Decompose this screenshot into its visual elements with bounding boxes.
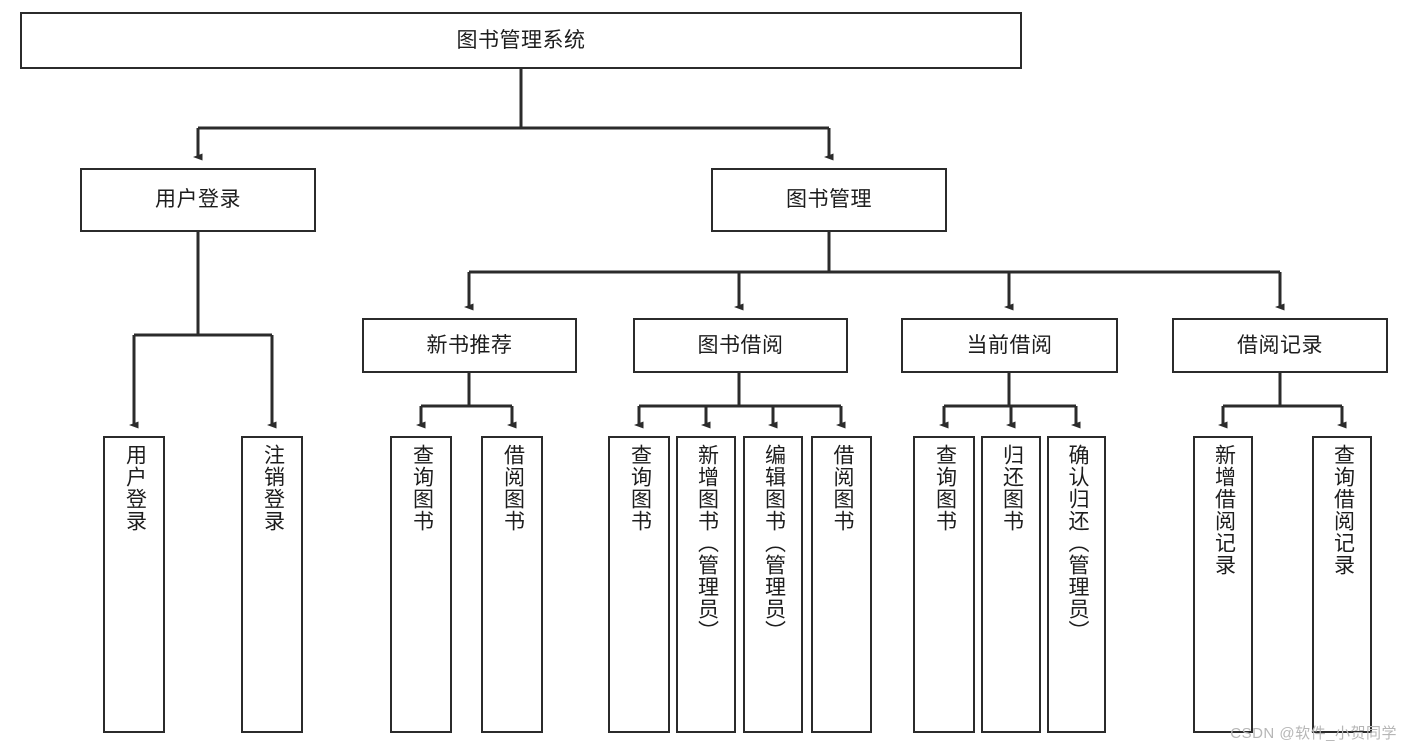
node-new-book-recommendation[interactable]: 新书推荐 [362,318,577,373]
node-label: 新增借阅记录 [1212,444,1236,576]
node-label: 查询借阅记录 [1331,444,1355,576]
leaf-user-login[interactable]: 用户登录 [103,436,165,733]
leaf-confirm-return-admin[interactable]: 确认归还（管理员） [1047,436,1106,733]
node-label: 借阅图书 [501,444,525,532]
leaf-query-books-current[interactable]: 查询图书 [913,436,975,733]
leaf-return-books[interactable]: 归还图书 [981,436,1041,733]
node-label: 确认归还（管理员） [1065,444,1089,642]
leaf-query-borrow-record[interactable]: 查询借阅记录 [1312,436,1372,733]
leaf-add-borrow-record[interactable]: 新增借阅记录 [1193,436,1253,733]
node-label: 查询图书 [628,444,652,532]
node-book-borrowing[interactable]: 图书借阅 [633,318,848,373]
leaf-borrow-books-newbook[interactable]: 借阅图书 [481,436,543,733]
node-label: 用户登录 [155,188,241,212]
leaf-query-books-borrowing[interactable]: 查询图书 [608,436,670,733]
leaf-add-book-admin[interactable]: 新增图书（管理员） [676,436,736,733]
node-label: 查询图书 [410,444,434,532]
node-label: 归还图书 [1000,444,1024,532]
leaf-query-books-newbook[interactable]: 查询图书 [390,436,452,733]
node-book-management[interactable]: 图书管理 [711,168,947,232]
node-label: 图书管理系统 [456,28,586,52]
node-label: 当前借阅 [966,333,1053,357]
leaf-borrow-books-borrowing[interactable]: 借阅图书 [811,436,872,733]
node-user-login[interactable]: 用户登录 [80,168,316,232]
node-label: 借阅图书 [830,444,854,532]
node-root-book-management-system[interactable]: 图书管理系统 [20,12,1022,69]
node-borrow-records[interactable]: 借阅记录 [1172,318,1388,373]
leaf-logout[interactable]: 注销登录 [241,436,303,733]
node-label: 用户登录 [123,444,147,532]
node-current-borrowing[interactable]: 当前借阅 [901,318,1118,373]
leaf-edit-book-admin[interactable]: 编辑图书（管理员） [743,436,803,733]
node-label: 图书管理 [786,188,872,212]
node-label: 新增图书（管理员） [695,444,719,642]
node-label: 图书借阅 [697,333,784,357]
node-label: 借阅记录 [1237,333,1323,357]
node-label: 注销登录 [261,444,285,532]
node-label: 查询图书 [933,444,957,532]
node-label: 编辑图书（管理员） [762,444,786,642]
node-label: 新书推荐 [426,333,513,357]
csdn-watermark: CSDN @软件_小贺同学 [1230,725,1397,742]
